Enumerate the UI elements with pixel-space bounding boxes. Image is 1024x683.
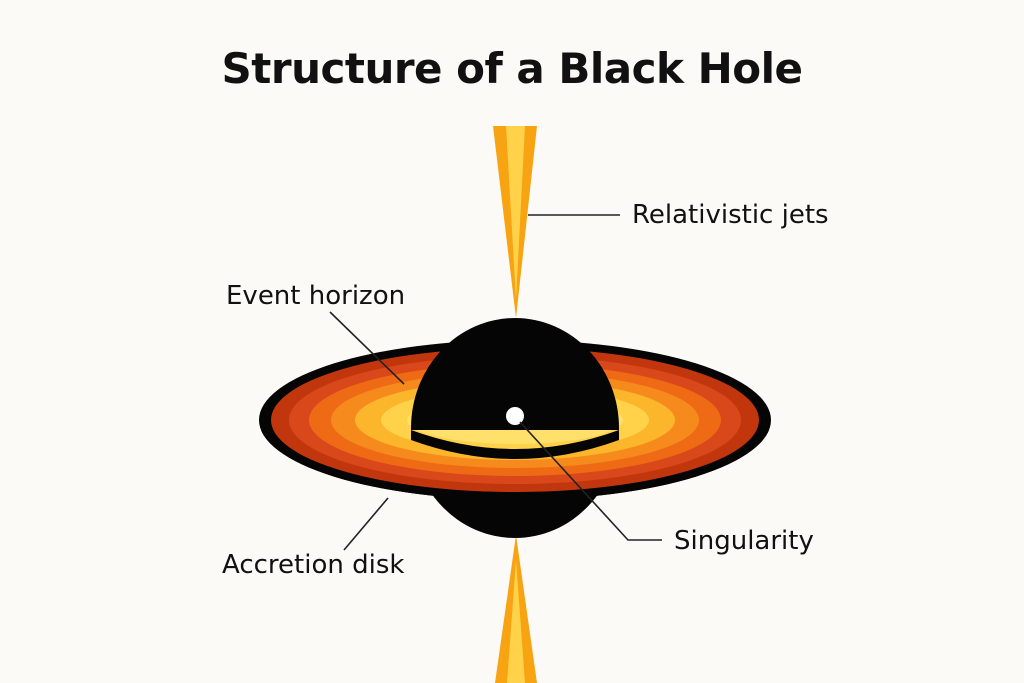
- singularity-leader: [519, 421, 662, 541]
- relativistic-jets-label: Relativistic jets: [632, 200, 829, 230]
- accretion-disk-label: Accretion disk: [222, 550, 405, 580]
- diagram-title: Structure of a Black Hole: [221, 44, 803, 93]
- accretion-disk-leader: [343, 497, 389, 551]
- singularity-label: Singularity: [674, 526, 814, 556]
- accretion-disk-front: [261, 430, 769, 500]
- event-horizon-leader: [329, 311, 405, 385]
- event-horizon-label: Event horizon: [226, 281, 406, 311]
- upper-jet: [493, 126, 537, 318]
- lower-jet: [495, 535, 537, 683]
- singularity-dot: [506, 407, 524, 425]
- event-horizon-sphere: [411, 318, 619, 538]
